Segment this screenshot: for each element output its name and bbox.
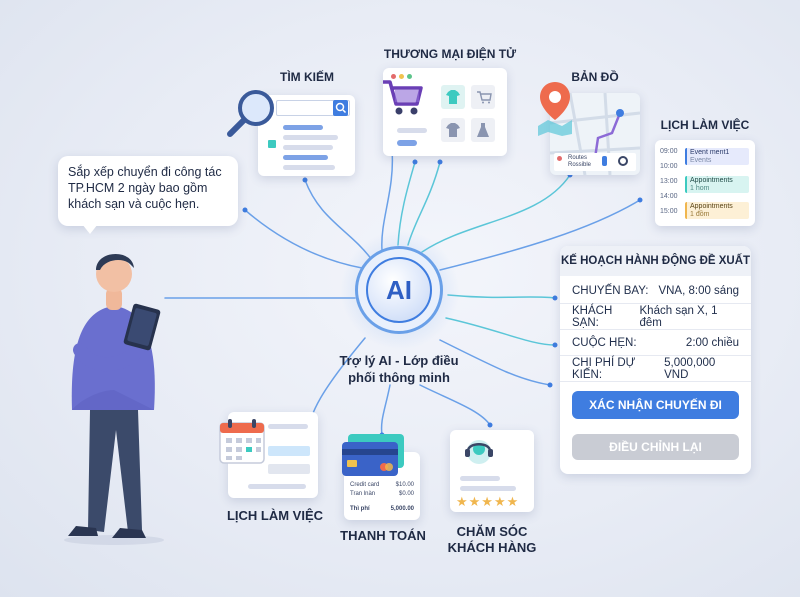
search-button[interactable] [333,100,348,116]
search-label: TÌM KIẾM [280,70,334,84]
ecommerce-card[interactable] [383,68,507,156]
ai-hub-core[interactable]: AI [366,257,432,323]
bubble-text: Sắp xếp chuyển đi công tác TP.HCM 2 ngày… [68,165,222,211]
payment-row-1: Credit card $10.00 [350,482,414,488]
shopping-cart-icon [383,80,423,115]
calendar-event-3[interactable]: Appointments 1 đồm [685,202,749,219]
calendar-event-2[interactable]: Appointments 1 hom [685,176,749,193]
search-bar[interactable] [276,100,350,116]
ai-hub-caption: Trợ lý AI - Lớp điều phối thông minh [339,353,459,385]
map-legend-rossible: Rossible [568,162,592,168]
map-legend: Routes Rossible [554,153,636,171]
payment-label: THANH TOÁN [340,528,426,543]
map-pin-icon [538,82,572,136]
person-pin-icon [602,156,607,166]
support-label: CHĂM SÓC KHÁCH HÀNG [447,524,537,555]
cart-small-icon [477,91,492,104]
headset-icon [465,440,493,464]
tshirt-icon [446,90,460,104]
magnifier-icon [227,90,274,137]
cal-time-1000: 10:00 [660,163,678,170]
plan-title: KẾ HOẠCH HÀNH ĐỘNG ĐỀ XUẤT [560,246,751,276]
ai-logo-text: AI [386,274,412,305]
payment-row-total: Thì phí 5,000.00 [350,506,414,512]
plan-row-hotel: KHÁCH SẠN: Khách sạn X, 1 đêm [560,304,751,330]
search-icon [335,102,347,114]
plan-row-cost: CHI PHÍ DỰ KIẾN: 5,000,000 VND [560,356,751,382]
search-card[interactable] [258,95,355,176]
support-card[interactable]: ★★★★★ [450,430,534,512]
speech-bubble-tail [82,224,98,234]
calendar-top-card[interactable]: 09:00 10:00 13:00 14:00 15:00 Event ment… [655,140,755,226]
credit-card-icon [342,434,404,476]
speech-bubble: Sắp xếp chuyển đi công tác TP.HCM 2 ngày… [58,156,238,226]
buy-button[interactable] [397,140,417,146]
shirt-icon [446,123,460,137]
plan-row-flight: CHUYẾN BAY: VNA, 8:00 sáng [560,278,751,304]
plan-row-meeting: CUỘC HẸN: 2:00 chiều [560,330,751,356]
adjust-button[interactable]: ĐIỀU CHỈNH LẠI [572,434,739,460]
calendar-top-label: LỊCH LÀM VIỆC [660,118,750,132]
user-illustration [64,253,164,545]
cal-time-1400: 14:00 [660,193,678,200]
cal-time-1500: 15:00 [660,208,678,215]
ecommerce-label: THƯƠNG MẠI ĐIỆN TỬ [383,47,517,61]
calendar-event-1[interactable]: Event ment1 Events [685,148,749,165]
dress-icon [477,123,489,137]
cal-time-0900: 09:00 [660,148,678,155]
calendar-icon [219,419,265,464]
confirm-trip-button[interactable]: XÁC NHẬN CHUYẾN ĐI [572,391,739,419]
cal-time-1300: 13:00 [660,178,678,185]
map-legend-routes: Routes [568,155,588,161]
map-label: BẢN ĐỒ [571,70,619,84]
payment-row-2: Tran lnàn $0.00 [350,491,414,497]
rating-stars: ★★★★★ [456,494,520,509]
settings-icon [618,156,628,166]
calendar-bottom-label: LỊCH LÀM VIỆC [226,508,324,523]
action-plan-panel: KẾ HOẠCH HÀNH ĐỘNG ĐỀ XUẤT CHUYẾN BAY: V… [560,246,751,474]
